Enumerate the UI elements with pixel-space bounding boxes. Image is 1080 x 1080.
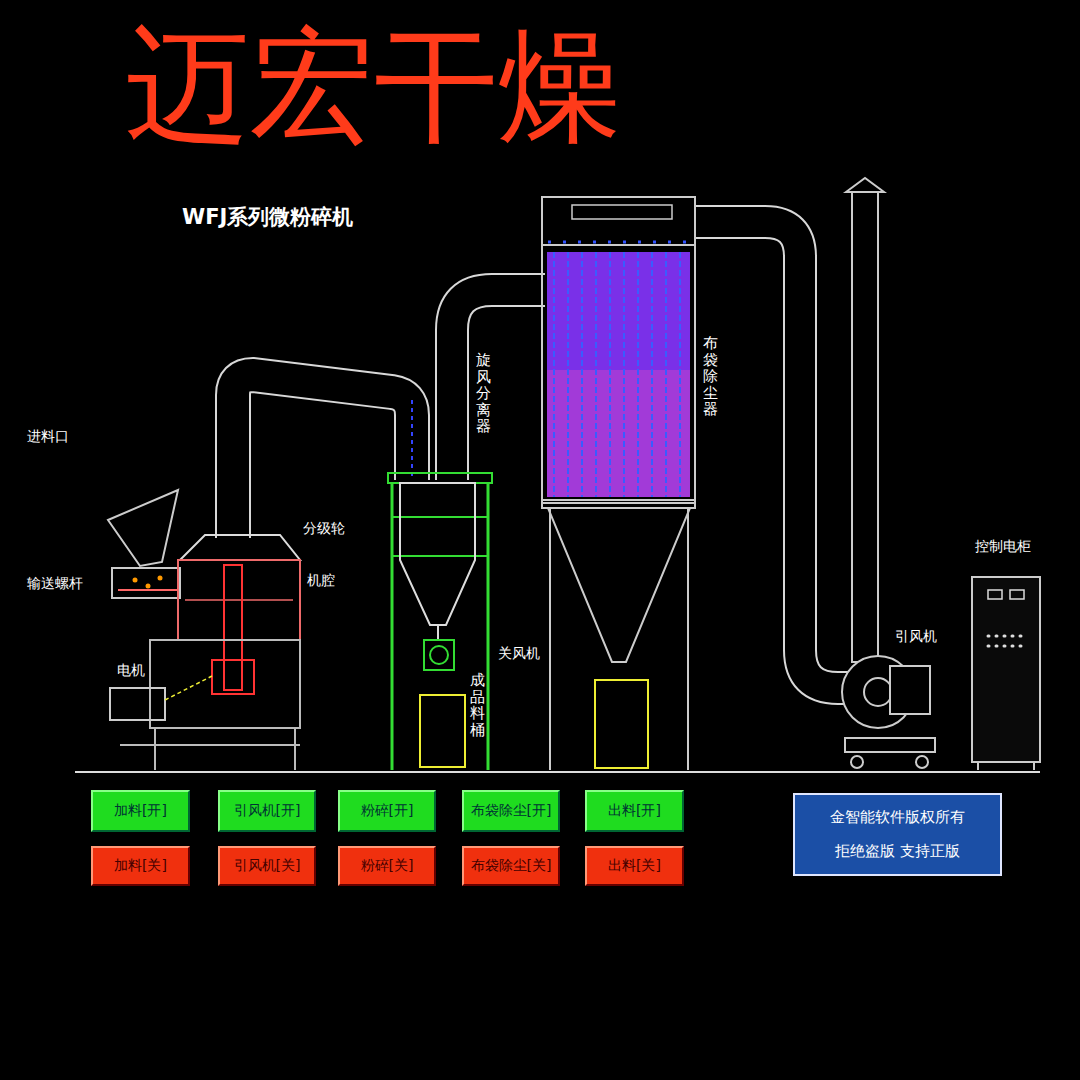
- frame-leg: [154, 728, 156, 770]
- frame-leg: [294, 728, 296, 770]
- screw-housing: [112, 568, 180, 598]
- button-label: 加料[开]: [114, 802, 167, 820]
- control-cabinet: [972, 577, 1040, 762]
- stop-button: 粉碎[关]: [338, 846, 436, 886]
- chimney: [852, 192, 878, 662]
- support-post: [391, 483, 394, 770]
- button-label: 出料[关]: [608, 857, 661, 875]
- support-beam: [392, 555, 488, 557]
- stop-button: 引风机[关]: [218, 846, 316, 886]
- filter-header: [542, 197, 695, 245]
- flow-dash: [411, 400, 413, 478]
- button-label: 出料[开]: [608, 802, 661, 820]
- copyright-box: 金智能软件版权所有拒绝盗版 支持正版: [793, 793, 1002, 876]
- part-label: 旋风分离器: [476, 352, 491, 435]
- main-shaft: [224, 565, 242, 690]
- start-button: 粉碎[开]: [338, 790, 436, 832]
- subtitle-text: WFJ系列微粉碎机: [182, 203, 353, 231]
- indicator-lights: [988, 636, 1021, 646]
- part-label: 输送螺杆: [27, 575, 83, 593]
- stop-button: 加料[关]: [91, 846, 190, 886]
- mill-chamber: [178, 560, 300, 640]
- caster: [851, 756, 863, 768]
- product-barrel: [420, 695, 465, 767]
- support-post: [487, 483, 490, 770]
- part-label: 分级轮: [303, 520, 345, 538]
- ash-hopper: [548, 508, 690, 662]
- cabinet-foot: [977, 762, 979, 770]
- button-label: 布袋除尘[关]: [471, 857, 552, 875]
- feed-hopper: [108, 490, 178, 566]
- part-label: 机腔: [307, 572, 335, 590]
- chimney-cap: [846, 178, 884, 192]
- ground-line: [75, 771, 1040, 773]
- dust-bin: [595, 680, 648, 768]
- part-label: 关风机: [498, 645, 540, 663]
- support-beam: [392, 516, 488, 518]
- filter-leg: [549, 508, 551, 770]
- rotary-valve-rotor: [430, 646, 448, 664]
- part-label: 电机: [117, 662, 145, 680]
- button-label: 引风机[开]: [234, 802, 301, 820]
- pipe-outline: [233, 375, 412, 538]
- material-dot: [158, 576, 163, 581]
- part-label: 进料口: [27, 428, 69, 446]
- button-label: 粉碎[开]: [361, 802, 414, 820]
- start-button: 加料[开]: [91, 790, 190, 832]
- support-frame: [388, 473, 492, 483]
- button-label: 加料[关]: [114, 857, 167, 875]
- pipe-outline: [695, 222, 858, 688]
- fan-motor: [890, 666, 930, 714]
- part-label: 布袋除尘器: [703, 335, 718, 418]
- meter: [988, 590, 1002, 599]
- pipe-inner: [233, 375, 412, 538]
- mill-frame: [150, 640, 300, 728]
- stop-button: 布袋除尘[关]: [462, 846, 560, 886]
- fan-base: [845, 738, 935, 752]
- material-dot: [133, 578, 138, 583]
- filter-housing: [542, 245, 695, 503]
- button-label: 布袋除尘[开]: [471, 802, 552, 820]
- caster: [916, 756, 928, 768]
- meter: [1010, 590, 1024, 599]
- part-label: 成品料桶: [470, 672, 485, 738]
- part-label: 控制电柜: [975, 538, 1031, 556]
- mill-cap: [180, 535, 300, 560]
- filter-leg: [687, 508, 689, 770]
- rotary-valve: [424, 640, 454, 670]
- pulse-pipe: [572, 205, 672, 219]
- button-label: 金智能软件版权所有: [830, 808, 965, 827]
- screw-shaft: [118, 589, 178, 591]
- start-button: 布袋除尘[开]: [462, 790, 560, 832]
- start-button: 引风机[开]: [218, 790, 316, 832]
- base-rail: [120, 744, 300, 746]
- nozzle-row: [548, 241, 690, 244]
- filter-flange: [542, 500, 695, 508]
- fan-hub: [864, 678, 892, 706]
- button-label: 引风机[关]: [234, 857, 301, 875]
- pipe-inner: [452, 290, 545, 480]
- start-button: 出料[开]: [585, 790, 684, 832]
- title-text: 迈宏干燥: [126, 24, 622, 148]
- part-label: 引风机: [895, 628, 937, 646]
- grinding-disc: [185, 599, 293, 601]
- discharge-neck: [437, 625, 439, 640]
- stop-button: 出料[关]: [585, 846, 684, 886]
- bag-lines: [554, 252, 680, 497]
- cabinet-foot: [1033, 762, 1035, 770]
- material-dot: [146, 584, 151, 589]
- pipe-inner: [695, 222, 858, 688]
- cyclone-body: [400, 483, 475, 625]
- button-label: 拒绝盗版 支持正版: [835, 842, 960, 861]
- button-label: 粉碎[关]: [361, 857, 414, 875]
- belt: [165, 676, 212, 700]
- motor: [110, 688, 165, 720]
- bearing-seat: [212, 660, 254, 694]
- pipe-outline: [452, 290, 545, 480]
